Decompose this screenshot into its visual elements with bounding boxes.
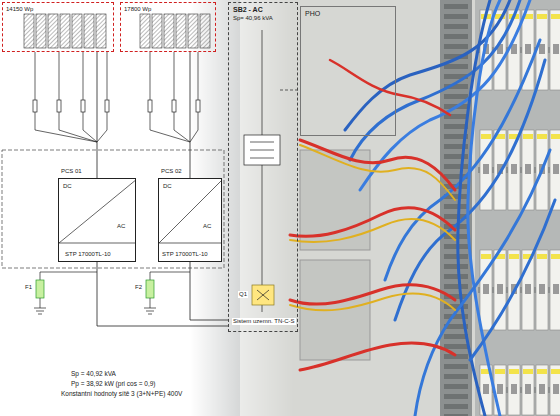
note-text: PCS 01 (60, 168, 83, 175)
node-title: 17800 Wp (124, 6, 151, 13)
note-text: Konstantní hodnoty sítě 3 (3+N+PE) 400V (60, 390, 183, 398)
node-text: STP 17000TL-10 (65, 251, 111, 258)
node-text: AC (203, 223, 211, 230)
callout-number: F2 (134, 284, 143, 291)
callout-number: Q1 (238, 291, 248, 298)
node-title: PHO (305, 10, 320, 17)
wire-connector (190, 262, 228, 320)
note-text: Pp = 38,92 kW (pri cos = 0,9) (70, 380, 157, 388)
note-text: Sp = 40,92 kVA (70, 370, 117, 378)
pv-modules (24, 14, 210, 48)
inverter-symbol (159, 179, 221, 261)
inverter-symbol (59, 179, 135, 261)
cabinet-section: PHO (300, 6, 396, 136)
wire-connector (190, 52, 191, 178)
wire-connector (97, 52, 98, 178)
note-text: PCS 02 (160, 168, 183, 175)
node-text: STP 17000TL-10 (162, 251, 208, 258)
node-title: DC (63, 183, 72, 190)
node-text: AC (117, 223, 125, 230)
cabinet-photo (190, 0, 560, 416)
pv-array: 14150 Wp (2, 2, 114, 52)
note-text: Sistem uzemn. TN-C-S (232, 318, 296, 325)
node-title: SB2 - AC (233, 6, 263, 13)
node-title: 14150 Wp (6, 6, 33, 13)
pv-array: 17800 Wp (120, 2, 216, 52)
inverter-box: DC AC STP 17000TL-10 (58, 178, 136, 262)
distribution-panel: SB2 - AC Sp= 40,96 kVA (228, 2, 298, 332)
node-title: DC (163, 183, 172, 190)
callout-number: F1 (24, 284, 33, 291)
wire-connector (97, 262, 228, 326)
node-text: Sp= 40,96 kVA (233, 15, 273, 22)
inverter-box: DC AC STP 17000TL-10 (158, 178, 222, 262)
